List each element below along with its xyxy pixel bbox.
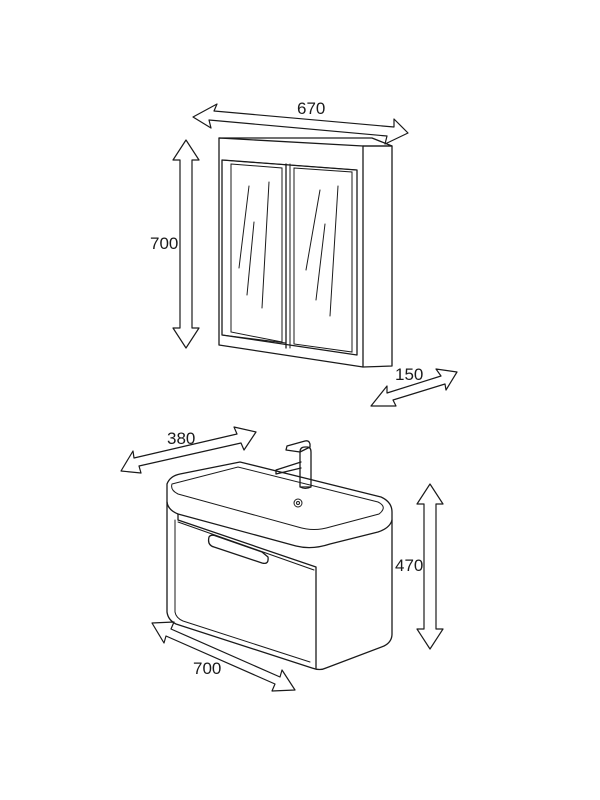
vanity-depth-label: 380 [167,429,196,448]
vanity-unit [166,461,393,671]
cabinet-width-label: 670 [297,99,326,118]
dim-arrow-vanity-depth [120,426,257,474]
dim-arrow-cabinet-width [192,103,409,145]
dim-arrow-vanity-width [151,621,296,692]
mirror-cabinet [218,137,393,368]
vanity-height-label: 470 [395,556,424,575]
dim-arrow-cabinet-height [172,139,200,349]
cabinet-height-label: 700 [150,234,179,253]
dim-arrow-vanity-height [416,483,444,650]
cabinet-depth-label: 150 [395,365,424,384]
vanity-width-label: 700 [193,659,222,678]
dim-arrow-cabinet-depth [370,368,458,407]
faucet [275,440,312,489]
